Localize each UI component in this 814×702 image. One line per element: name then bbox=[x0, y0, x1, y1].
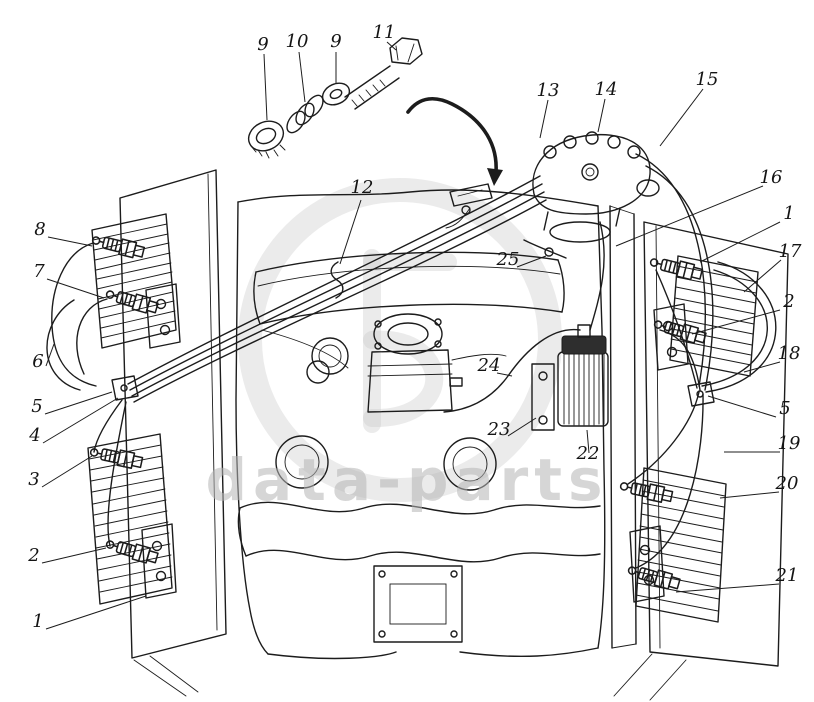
fuel-line bbox=[523, 239, 567, 259]
left-shroud-panel bbox=[119, 169, 227, 697]
plug-wire bbox=[76, 298, 108, 375]
ht-wire bbox=[635, 153, 707, 387]
exhaust-manifold bbox=[237, 501, 601, 563]
callout-8: 8 bbox=[34, 219, 45, 240]
callout-11: 11 bbox=[373, 22, 396, 43]
ht-wire bbox=[127, 175, 541, 385]
callout-5-right: 5 bbox=[779, 398, 790, 419]
coil-bracket bbox=[531, 363, 555, 431]
right-shroud-panel bbox=[609, 205, 789, 701]
left-lower-head bbox=[87, 433, 177, 605]
left-upper-head bbox=[90, 213, 181, 349]
callout-25: 25 bbox=[496, 249, 520, 270]
callout-21: 21 bbox=[775, 565, 799, 586]
coil-lt-wire bbox=[589, 221, 605, 331]
cylinder-boss bbox=[443, 437, 497, 491]
callout-13: 13 bbox=[537, 80, 560, 101]
callout-1-left: 1 bbox=[32, 611, 43, 632]
callout-10: 10 bbox=[286, 31, 309, 52]
washer bbox=[321, 82, 351, 106]
callout-5-left: 5 bbox=[31, 396, 42, 417]
knurled-nut bbox=[247, 120, 286, 159]
callout-12: 12 bbox=[351, 177, 374, 198]
wire-hook-clamp bbox=[330, 261, 344, 299]
watermark-text: data-parts bbox=[205, 446, 608, 514]
vacuum-advance bbox=[636, 179, 660, 197]
callout-22: 22 bbox=[576, 443, 600, 464]
spring bbox=[286, 94, 324, 134]
callout-15: 15 bbox=[696, 69, 719, 90]
wire-loop bbox=[705, 261, 777, 393]
ht-wire bbox=[133, 199, 547, 403]
callout-1-right: 1 bbox=[783, 203, 794, 224]
callout-17: 17 bbox=[779, 241, 802, 262]
callout-3: 3 bbox=[28, 469, 39, 490]
coil-ht-wire bbox=[443, 328, 581, 413]
callout-9b: 9 bbox=[330, 31, 341, 52]
carburetor bbox=[367, 313, 463, 413]
oil-sump bbox=[373, 565, 463, 643]
callout-18: 18 bbox=[778, 343, 801, 364]
line-fitting bbox=[544, 247, 554, 257]
bolt bbox=[344, 37, 423, 110]
left-wire-clamp bbox=[111, 375, 139, 401]
plug-wire bbox=[635, 393, 704, 569]
coil-body bbox=[557, 351, 609, 427]
callout-19: 19 bbox=[778, 433, 801, 454]
valve-cover bbox=[253, 251, 565, 325]
callout-23: 23 bbox=[487, 419, 511, 440]
wire-loop bbox=[46, 299, 81, 391]
spark-plug bbox=[90, 231, 146, 261]
callout-2-left: 2 bbox=[27, 545, 39, 566]
coil-cap bbox=[561, 335, 607, 355]
callout-20: 20 bbox=[775, 473, 799, 494]
plug-wire bbox=[659, 329, 701, 391]
plug-wire bbox=[627, 391, 700, 485]
distributor bbox=[532, 131, 660, 243]
ht-wire bbox=[131, 191, 545, 397]
wire-loop bbox=[701, 269, 768, 387]
callout-7: 7 bbox=[33, 261, 45, 282]
callout-6: 6 bbox=[32, 351, 43, 372]
callout-2-right: 2 bbox=[782, 291, 794, 312]
ignition-coil bbox=[531, 324, 609, 431]
fastener-assembly bbox=[247, 37, 423, 159]
callout-14: 14 bbox=[595, 79, 618, 100]
right-wire-clamp bbox=[687, 381, 715, 407]
leader-lines bbox=[41, 41, 782, 630]
ht-wire bbox=[129, 183, 543, 391]
direction-arrow bbox=[406, 96, 503, 186]
right-lower-head bbox=[618, 467, 727, 623]
callout-16: 16 bbox=[760, 167, 783, 188]
callout-9a: 9 bbox=[257, 34, 268, 55]
callout-4: 4 bbox=[28, 425, 40, 446]
callout-labels: 9 10 9 11 13 14 15 16 1 17 2 18 5 19 20 … bbox=[27, 22, 802, 632]
octane-selector-bracket bbox=[445, 183, 493, 229]
engine-block bbox=[235, 189, 606, 660]
ht-wire bbox=[645, 165, 714, 391]
plug-wire bbox=[655, 269, 698, 389]
plug-wire bbox=[107, 401, 127, 547]
spark-plug bbox=[618, 477, 674, 505]
callout-24: 24 bbox=[477, 355, 501, 376]
plug-wire bbox=[93, 399, 123, 453]
coil-terminal bbox=[577, 324, 591, 338]
oil-filler-cap bbox=[306, 337, 349, 384]
wiring bbox=[46, 153, 777, 569]
watermark-logo bbox=[238, 178, 562, 502]
cylinder-boss bbox=[275, 435, 329, 489]
